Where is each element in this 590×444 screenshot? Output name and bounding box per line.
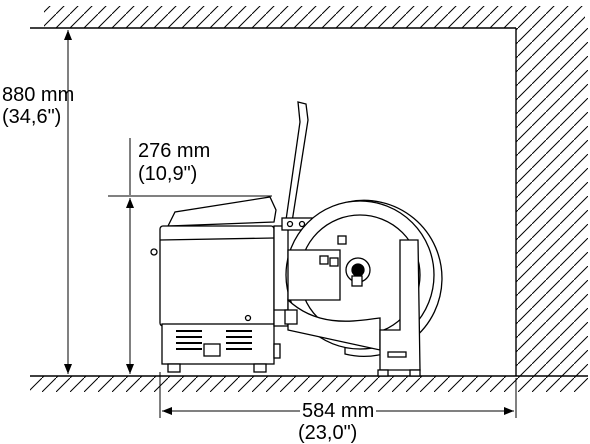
wall-hatch — [515, 28, 588, 376]
top-clearance-dimension — [108, 138, 272, 374]
total-height-imperial-label: (34,6") — [2, 106, 62, 128]
top-clearance-metric-label: 276 mm — [138, 140, 211, 162]
roll-holder — [285, 199, 443, 377]
frame-connector — [284, 309, 298, 325]
floor-hatch — [30, 375, 588, 392]
width-imperial-label: (23,0") — [298, 422, 358, 444]
ceiling-hatch — [30, 6, 585, 29]
width-metric-label: 584 mm — [300, 400, 377, 422]
total-height-metric-label: 880 mm — [2, 84, 75, 106]
printer-illustration — [150, 101, 313, 373]
total-height-dimension — [64, 30, 72, 374]
top-clearance-imperial-label: (10,9") — [138, 163, 198, 185]
